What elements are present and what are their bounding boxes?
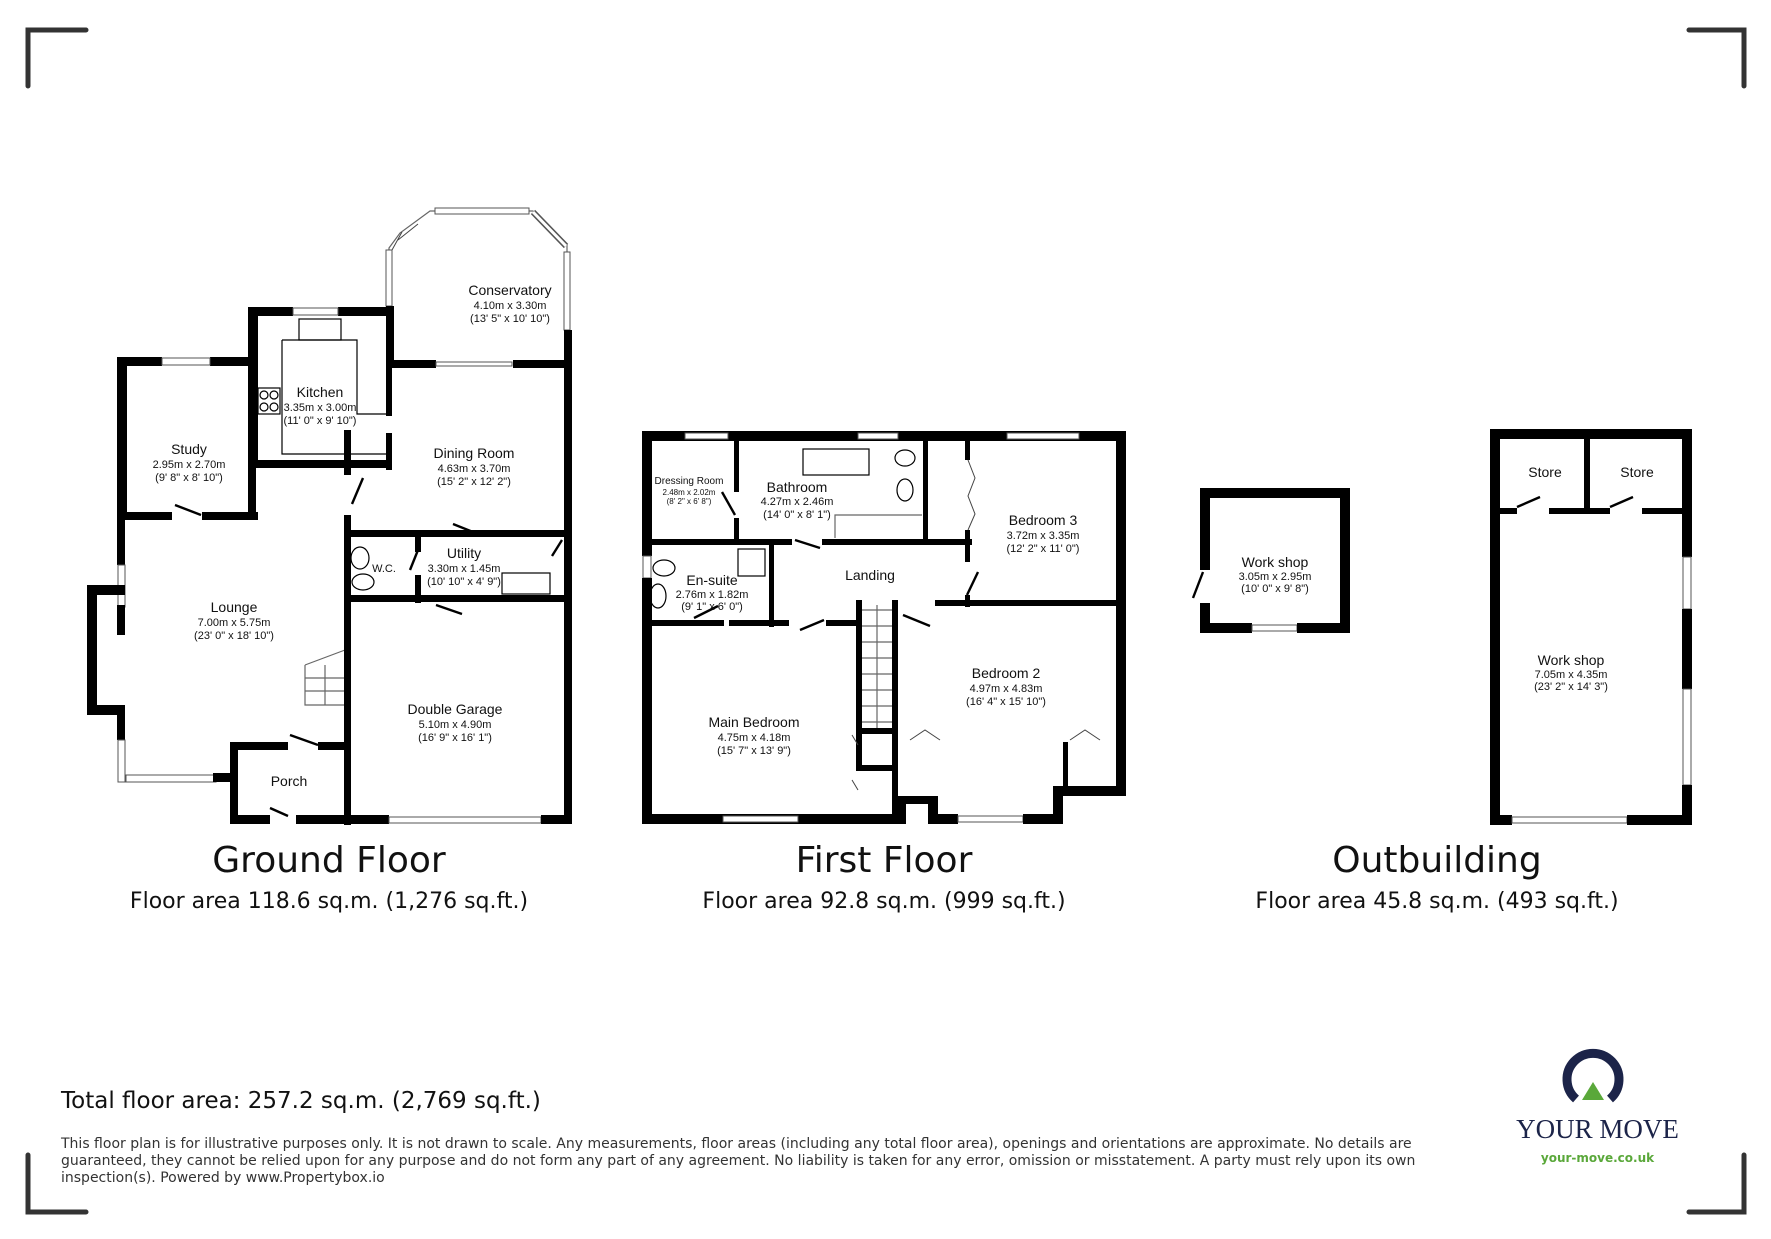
svg-text:(15' 7" x 13' 9"): (15' 7" x 13' 9"): [717, 745, 791, 757]
svg-text:Study: Study: [171, 441, 207, 457]
svg-text:(23' 0" x 18' 10"): (23' 0" x 18' 10"): [194, 630, 274, 642]
svg-text:3.30m x 1.45m: 3.30m x 1.45m: [428, 563, 501, 575]
ground-floor-title: Ground Floor: [212, 840, 446, 881]
svg-text:(10' 0" x 9' 8"): (10' 0" x 9' 8"): [1241, 583, 1309, 595]
svg-text:4.97m x 4.83m: 4.97m x 4.83m: [970, 683, 1043, 695]
your-move-logo: YOUR MOVE your-move.co.uk: [1510, 1050, 1685, 1165]
svg-text:2.76m x 1.82m: 2.76m x 1.82m: [676, 589, 749, 601]
svg-text:Store: Store: [1528, 464, 1562, 480]
your-move-logo-icon: [1562, 1048, 1624, 1103]
svg-text:3.35m x 3.00m: 3.35m x 3.00m: [284, 402, 357, 414]
svg-text:(12' 2" x 11' 0"): (12' 2" x 11' 0"): [1007, 543, 1080, 555]
svg-text:(16' 9" x 16' 1"): (16' 9" x 16' 1"): [418, 732, 492, 744]
svg-text:2.48m x 2.02m: 2.48m x 2.02m: [663, 488, 716, 497]
svg-text:(11' 0" x 9' 10"): (11' 0" x 9' 10"): [284, 415, 357, 427]
svg-text:Store: Store: [1620, 464, 1654, 480]
svg-text:2.95m x 2.70m: 2.95m x 2.70m: [153, 459, 226, 471]
svg-text:Utility: Utility: [447, 545, 481, 561]
svg-text:4.75m x 4.18m: 4.75m x 4.18m: [718, 732, 791, 744]
room-label-conservatory: Conservatory: [468, 282, 551, 298]
svg-text:Main Bedroom: Main Bedroom: [708, 714, 799, 730]
svg-text:Kitchen: Kitchen: [297, 384, 344, 400]
svg-text:Lounge: Lounge: [211, 599, 258, 615]
outbuilding-title: Outbuilding: [1332, 840, 1542, 881]
svg-text:(15' 2" x 12' 2"): (15' 2" x 12' 2"): [437, 476, 511, 488]
svg-text:Porch: Porch: [271, 773, 308, 789]
svg-text:W.C.: W.C.: [372, 563, 396, 575]
svg-text:Bedroom 2: Bedroom 2: [972, 665, 1041, 681]
svg-text:Dining Room: Dining Room: [434, 445, 515, 461]
outbuilding-plan: Work shop 3.05m x 2.95m (10' 0" x 9' 8")…: [1191, 429, 1692, 825]
svg-text:(23' 2" x 14' 3"): (23' 2" x 14' 3"): [1534, 681, 1608, 693]
svg-text:(10' 10" x 4' 9"): (10' 10" x 4' 9"): [427, 576, 501, 588]
svg-text:(13' 5" x 10' 10"): (13' 5" x 10' 10"): [470, 313, 550, 325]
svg-text:Double Garage: Double Garage: [408, 701, 503, 717]
total-floor-area: Total floor area: 257.2 sq.m. (2,769 sq.…: [61, 1088, 541, 1114]
first-floor-plan: Dressing Room 2.48m x 2.02m (8' 2" x 6' …: [642, 431, 1126, 824]
svg-text:Work shop: Work shop: [1538, 652, 1605, 668]
svg-text:4.63m x 3.70m: 4.63m x 3.70m: [438, 463, 511, 475]
svg-text:Landing: Landing: [845, 567, 895, 583]
first-floor-area: Floor area 92.8 sq.m. (999 sq.ft.): [702, 889, 1066, 914]
svg-text:(9' 1" x 6' 0"): (9' 1" x 6' 0"): [681, 601, 743, 613]
svg-text:4.27m x 2.46m: 4.27m x 2.46m: [761, 496, 834, 508]
outbuilding-area: Floor area 45.8 sq.m. (493 sq.ft.): [1255, 889, 1619, 914]
ground-floor-area: Floor area 118.6 sq.m. (1,276 sq.ft.): [129, 889, 529, 914]
svg-text:En-suite: En-suite: [686, 572, 738, 588]
svg-text:(9' 8" x 8' 10"): (9' 8" x 8' 10"): [155, 472, 223, 484]
disclaimer-text: This floor plan is for illustrative purp…: [61, 1136, 1416, 1186]
svg-text:(8' 2" x 6' 8"): (8' 2" x 6' 8"): [667, 497, 712, 506]
svg-text:Work shop: Work shop: [1242, 554, 1309, 570]
first-floor-title: First Floor: [795, 840, 973, 881]
svg-text:3.72m x 3.35m: 3.72m x 3.35m: [1007, 530, 1080, 542]
svg-text:7.00m x 5.75m: 7.00m x 5.75m: [198, 617, 271, 629]
svg-text:Dressing Room: Dressing Room: [655, 476, 724, 487]
svg-text:4.10m x 3.30m: 4.10m x 3.30m: [474, 300, 547, 312]
svg-text:5.10m x 4.90m: 5.10m x 4.90m: [419, 719, 492, 731]
logo-url-text: your-move.co.uk: [1540, 1151, 1655, 1165]
svg-text:7.05m x 4.35m: 7.05m x 4.35m: [1535, 669, 1608, 681]
crop-corner-marks: [25, 27, 1747, 1215]
svg-text:3.05m x 2.95m: 3.05m x 2.95m: [1239, 571, 1312, 583]
logo-brand-text: YOUR MOVE: [1516, 1114, 1679, 1144]
svg-text:(14' 0" x 8' 1"): (14' 0" x 8' 1"): [763, 509, 831, 521]
svg-text:Bathroom: Bathroom: [767, 479, 828, 495]
ground-floor-plan: Conservatory 4.10m x 3.30m (13' 5" x 10'…: [87, 207, 572, 825]
svg-text:Bedroom 3: Bedroom 3: [1009, 512, 1078, 528]
svg-text:(16' 4" x 15' 10"): (16' 4" x 15' 10"): [966, 696, 1046, 708]
